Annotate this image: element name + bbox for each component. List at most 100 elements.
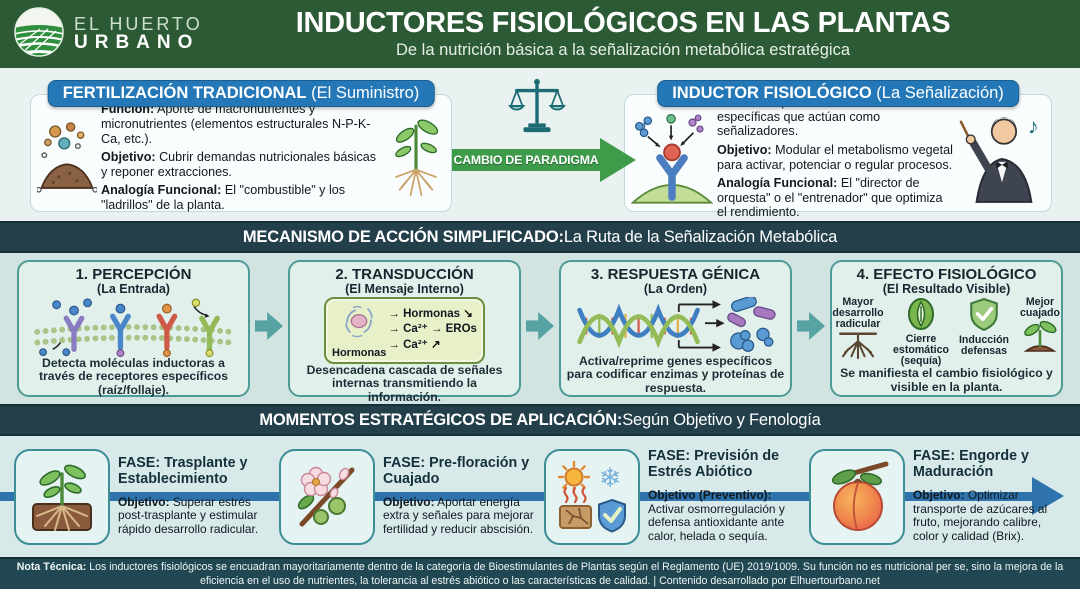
step4-subtitle: (El Resultado Visible) xyxy=(882,281,1011,296)
traditional-item-analogia: Analogía Funcional: El "combustible" y l… xyxy=(101,183,346,212)
step2-caption: Desencadena cascada de señales internas … xyxy=(306,362,503,404)
dna-proteins-icon xyxy=(565,296,786,355)
peach-fruit-icon xyxy=(809,448,905,545)
logo-field-icon xyxy=(14,6,64,62)
step4-caption: Se manifiesta el cambio fisiológico y vi… xyxy=(840,365,1053,394)
effect-better-fruit-set: Mejor cuajado xyxy=(1016,296,1064,356)
inducer-panel-header: INDUCTOR FISIOLÓGICO (La Señalización) xyxy=(657,80,1019,107)
phase4-title: FASE: Engorde y Maduración xyxy=(913,448,1029,481)
mechanism-banner: MECANISMO DE ACCIÓN SIMPLIFICADO: La Rut… xyxy=(0,221,1080,253)
step3-title: 3. RESPUESTA GÉNICA xyxy=(590,266,761,283)
phase4-objective: Objetivo: Optimizar transporte de azúcar… xyxy=(913,487,1048,543)
phase2-objective: Objetivo: Aportar energía extra y señale… xyxy=(383,494,534,537)
blossom-branch-icon xyxy=(279,448,375,545)
shield-check-green-icon xyxy=(968,297,1000,335)
step2-subtitle: (El Mensaje Interno) xyxy=(345,281,464,296)
inducer-title-sub: (La Señalización) xyxy=(871,84,1004,102)
receptor-signaling-icon xyxy=(630,109,714,210)
mechanism-banner-bold: MECANISMO DE ACCIÓN SIMPLIFICADO: xyxy=(242,227,564,246)
paradigm-arrow-label: CAMBIO DE PARADIGMA xyxy=(453,153,599,167)
effect-root-development: Mayor desarrollo radicular xyxy=(829,296,887,363)
traditional-panel-header: FERTILIZACIÓN TRADICIONAL (El Suministro… xyxy=(47,80,435,107)
timeline-arrow xyxy=(0,492,1032,501)
eros-label: EROs xyxy=(445,323,477,336)
phase1-title: FASE: Trasplante y Establecimiento xyxy=(118,455,248,487)
step4-title: 4. EFECTO FISIOLÓGICO xyxy=(856,266,1037,283)
inducer-item-analogia: Analogía Funcional: El "director de orqu… xyxy=(717,176,943,220)
traditional-item-objetivo: Objetivo: Cubrir demandas nutricionales … xyxy=(101,150,377,179)
svg-text:♪: ♪ xyxy=(1028,115,1039,139)
step-arrow-icon xyxy=(797,310,825,347)
seedling-roots-icon xyxy=(387,109,445,210)
effect-defense-induction: Inducción defensas xyxy=(955,297,1013,357)
moments-banner-normal: Según Objetivo y Fenología xyxy=(622,410,821,429)
snowflake-icon: ❄ xyxy=(599,463,622,493)
step1-caption: Detecta moléculas inductoras a través de… xyxy=(38,355,228,397)
step-arrow-icon xyxy=(526,310,554,347)
cell-icon xyxy=(339,302,379,347)
phase2-title: FASE: Pre-floración y Cuajado xyxy=(383,455,530,487)
phase-transplant: FASE: Trasplante y Establecimiento Objet… xyxy=(14,448,273,545)
page-subtitle: De la nutrición básica a la señalización… xyxy=(396,40,850,59)
phase-abiotic-stress: ❄ FASE: Previsión de Estrés Abiótico Obj… xyxy=(544,448,803,545)
calcium-label: Ca²⁺ xyxy=(403,323,428,336)
physiological-inducer-panel: INDUCTOR FISIOLÓGICO (La Señalización) xyxy=(624,80,1052,219)
stoma-icon xyxy=(905,297,937,334)
step-arrow-icon xyxy=(255,310,283,347)
footer-technical-note: Nota Técnica: Los inductores fisiológico… xyxy=(0,557,1080,589)
inducer-title: INDUCTOR FISIOLÓGICO xyxy=(672,84,872,102)
paradigm-shift-arrow: CAMBIO DE PARADIGMA xyxy=(452,138,636,182)
page-title: INDUCTORES FISIOLÓGICOS EN LAS PLANTAS xyxy=(295,7,951,40)
traditional-fertilization-panel: FERTILIZACIÓN TRADICIONAL (El Suministro… xyxy=(30,80,452,212)
sprout-icon xyxy=(1020,319,1060,356)
moments-banner-bold: MOMENTOS ESTRATÉGICOS DE APLICACIÓN: xyxy=(259,410,623,429)
header: EL HUERTO URBANO INDUCTORES FISIOLÓGICOS… xyxy=(0,0,1080,68)
footer-divider: | xyxy=(653,574,657,587)
soil-granules-icon xyxy=(35,115,99,204)
step-card-transduction: 2. TRANSDUCCIÓN (El Mensaje Interno) Hor… xyxy=(288,260,521,404)
moments-section: FASE: Trasplante y Establecimiento Objet… xyxy=(0,436,1080,557)
step1-subtitle: (La Entrada) xyxy=(97,281,170,296)
traditional-item-funcion: Función: Aporte de macronutrientes y mic… xyxy=(101,102,371,146)
logo-text-line1: EL HUERTO xyxy=(74,13,203,34)
phase-ripening: FASE: Engorde y Maduración Objetivo: Opt… xyxy=(809,448,1068,545)
inducer-item-objetivo: Objetivo: Modular el metabolismo vegetal… xyxy=(717,142,953,172)
mechanism-section: 1. PERCEPCIÓN (La Entrada) xyxy=(0,253,1080,404)
phase-preflowering: FASE: Pre-floración y Cuajado Objetivo: … xyxy=(279,448,538,545)
step-card-physiological-effect: 4. EFECTO FISIOLÓGICO (El Resultado Visi… xyxy=(830,260,1063,397)
abiotic-stress-icons: ❄ xyxy=(544,448,640,545)
membrane-receptors-icon xyxy=(23,297,244,357)
step-card-gene-response: 3. RESPUESTA GÉNICA (La Orden) xyxy=(559,260,792,397)
footer-credit: Contenido desarrollado por xyxy=(656,574,790,587)
step2-title: 2. TRANSDUCCIÓN xyxy=(335,266,474,283)
mechanism-banner-normal: La Ruta de la Señalización Metabólica xyxy=(563,227,838,246)
paradigm-center: CAMBIO DE PARADIGMA xyxy=(452,68,636,221)
roots-icon xyxy=(836,330,880,363)
hormonas-top-label: Hormonas xyxy=(403,307,460,320)
phase3-title: FASE: Previsión de Estrés Abiótico xyxy=(648,448,780,481)
footer-site: Elhuertourbano.net xyxy=(789,574,880,587)
timeline-arrowhead-icon xyxy=(1032,477,1064,515)
orchestra-conductor-icon: ♪ xyxy=(959,108,1045,211)
transplant-seedling-icon xyxy=(14,448,110,545)
logo-text-line2: URBANO xyxy=(74,32,200,54)
hormonas-left-label: Hormonas xyxy=(332,346,387,359)
step1-title: 1. PERCEPCIÓN xyxy=(75,266,192,283)
balance-scale-icon xyxy=(508,76,566,141)
logo: EL HUERTO URBANO xyxy=(14,6,210,62)
phase1-objective: Objetivo: Superar estrés post-trasplante… xyxy=(118,494,259,537)
traditional-title-sub: (El Suministro) xyxy=(306,84,420,102)
effect-stomatal-closure: Cierre estomático (sequía) xyxy=(890,297,952,367)
comparison-section: FERTILIZACIÓN TRADICIONAL (El Suministro… xyxy=(0,68,1080,221)
moments-banner: MOMENTOS ESTRATÉGICOS DE APLICACIÓN: Seg… xyxy=(0,404,1080,436)
step3-subtitle: (La Orden) xyxy=(643,281,708,296)
step-card-perception: 1. PERCEPCIÓN (La Entrada) xyxy=(17,260,250,397)
paradigm-arrow-head-icon xyxy=(600,138,636,182)
footer-note-text: Los inductores fisiológicos se encuadran… xyxy=(86,561,1064,587)
phase3-objective: Objetivo (Preventivo): Activar osmorregu… xyxy=(648,487,785,543)
signal-cascade-diagram: Hormonas → Hormonas ↘ → Ca²⁺ → EROs → Ca… xyxy=(324,296,485,364)
traditional-title: FERTILIZACIÓN TRADICIONAL xyxy=(62,84,307,102)
footer-note-label: Nota Técnica: xyxy=(16,561,87,573)
step3-caption: Activa/reprime genes específicos para co… xyxy=(566,353,785,395)
calcium2-label: Ca²⁺ xyxy=(403,338,428,351)
